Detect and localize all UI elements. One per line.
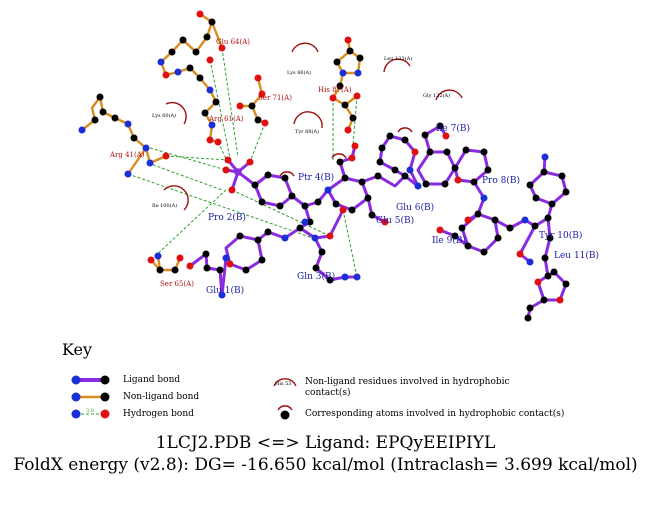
label-leu11: Leu 11(B) xyxy=(554,250,599,261)
label-lys86: Lys 86(A) xyxy=(287,69,311,76)
key-hydrogen-bond-label: Hydrogen bond xyxy=(123,409,194,419)
label-ile9: Ile 9(B) xyxy=(432,235,466,246)
label-his87: His 87(A) xyxy=(318,86,352,94)
key-symbols: 3.0 His 53 xyxy=(71,375,297,420)
caption-title: 1LCJ2.PDB <=> Ligand: EPQyEEIPIYL xyxy=(155,433,496,453)
label-glu5: Glu 5(B) xyxy=(376,215,414,226)
label-ser65: Ser 65(A) xyxy=(160,280,194,288)
key-ligand-bond-label: Ligand bond xyxy=(123,375,181,385)
label-ptr4: Ptr 4(B) xyxy=(298,172,334,183)
label-tyr88: Tyr 88(A) xyxy=(295,128,319,135)
atoms-carbon xyxy=(91,18,570,322)
residue-labels: Glu 64(A) Ser 71(A) Arg 61(A) Arg 41(A) … xyxy=(109,38,352,288)
atoms-phosphorus xyxy=(234,168,242,176)
label-arg41: Arg 41(A) xyxy=(109,151,145,159)
label-gln3: Gln 3(B) xyxy=(297,271,335,282)
label-tyr10: Tyr 10(B) xyxy=(539,230,582,241)
atoms-nitrogen xyxy=(78,58,549,299)
label-ile100: Ile 100(A) xyxy=(152,202,177,209)
label-ser71: Ser 71(A) xyxy=(258,94,292,102)
label-glu1: Glu 1(B) xyxy=(206,285,244,296)
key-hydrophobic-atoms-label: Corresponding atoms involved in hydropho… xyxy=(305,409,565,419)
atoms-oxygen xyxy=(147,10,564,304)
label-glu6: Glu 6(B) xyxy=(396,202,434,213)
label-pro8: Pro 8(B) xyxy=(482,175,520,186)
label-ile7: Ile 7(B) xyxy=(436,123,470,134)
label-leu123: Leu 123(A) xyxy=(384,55,412,62)
hydrophobic-labels: Lys 86(A) Leu 123(A) Gly 122(A) Lys 60(A… xyxy=(152,55,450,209)
key-hbond-length: 3.0 xyxy=(86,408,94,414)
caption-energy: FoldX energy (v2.8): DG= -16.650 kcal/mo… xyxy=(13,455,638,475)
key-non-ligand-bond-label: Non-ligand bond xyxy=(123,392,200,402)
label-arg61: Arg 61(A) xyxy=(208,115,244,123)
key-title: Key xyxy=(62,340,93,359)
label-gly122: Gly 122(A) xyxy=(423,92,450,99)
label-lys60: Lys 60(A) xyxy=(152,112,176,119)
label-glu64: Glu 64(A) xyxy=(216,38,250,46)
hydrophobic-arcs xyxy=(163,42,463,211)
label-pro2: Pro 2(B) xyxy=(208,212,246,223)
key-hydrophobic-residues-label: Non-ligand residues involved in hydropho… xyxy=(305,377,510,398)
key-example-residue: His 53 xyxy=(275,381,291,387)
ligand-labels: Glu 1(B) Pro 2(B) Gln 3(B) Ptr 4(B) Glu … xyxy=(206,123,599,296)
hydrogen-bonds xyxy=(127,47,358,278)
